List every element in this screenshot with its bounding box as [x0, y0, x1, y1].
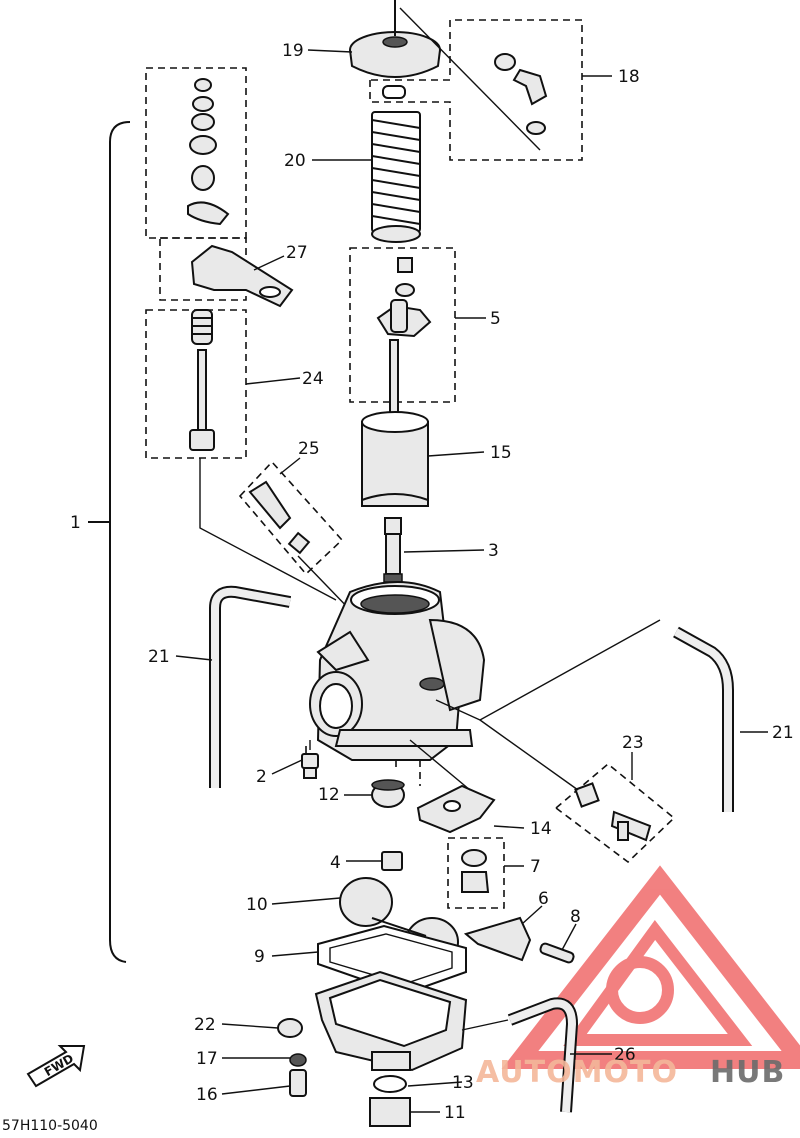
callout-2: 2: [256, 767, 267, 787]
callout-20: 20: [284, 151, 306, 171]
float-bowl-gasket: [317, 924, 467, 996]
valve-seat: [461, 849, 490, 893]
callout-11: 11: [444, 1103, 466, 1123]
callout-12: 12: [318, 785, 340, 805]
main-jet-holder: [383, 517, 403, 583]
carburetor-body: [309, 581, 486, 761]
callout-22: 22: [194, 1015, 216, 1035]
callout-24: 24: [302, 369, 324, 389]
float-pin-plate: [463, 916, 532, 962]
callout-21-right: 21: [772, 723, 794, 743]
callout-4: 4: [330, 853, 341, 873]
fuel-fitting: [399, 7, 548, 151]
watermark-brand-left: AUTOMOTO: [476, 1055, 678, 1090]
drawing-code: 57H110-5040: [2, 1118, 98, 1134]
drain-plug: [369, 1075, 411, 1127]
vent-hose-right: [673, 626, 734, 812]
watermark-brand-right: HUB: [710, 1055, 785, 1090]
needle-jet: [371, 779, 405, 808]
callout-19: 19: [282, 41, 304, 61]
drain-screw: [301, 753, 319, 779]
callout-18: 18: [618, 67, 640, 87]
callout-14: 14: [530, 819, 552, 839]
callout-17: 17: [196, 1049, 218, 1069]
throttle-valve: [361, 411, 429, 507]
assembly-bracket: [88, 121, 131, 963]
watermark-logo: [501, 865, 800, 1069]
callout-1: 1: [70, 513, 81, 533]
float-pin: [539, 942, 575, 964]
float-bowl: [314, 970, 468, 1072]
callout-26: 26: [614, 1045, 636, 1065]
callout-13: 13: [452, 1073, 474, 1093]
air-screw: [189, 309, 215, 451]
callout-25: 25: [298, 439, 320, 459]
callout-9: 9: [254, 947, 265, 967]
callout-27: 27: [286, 243, 308, 263]
callout-16: 16: [196, 1085, 218, 1105]
callout-6: 6: [538, 889, 549, 909]
callout-8: 8: [570, 907, 581, 927]
callout-5: 5: [490, 309, 501, 329]
callout-3: 3: [488, 541, 499, 561]
pilot-screw-assembly: [574, 782, 652, 842]
watermark-text: AUTOMOTO HUB: [476, 1055, 785, 1090]
float-pin-nut: [381, 851, 403, 871]
float-plate: [416, 784, 496, 834]
callout-7: 7: [530, 857, 541, 877]
leader-lines: [175, 49, 768, 1113]
washer-stack: [187, 78, 230, 226]
jet-needle: [376, 257, 432, 436]
throttle-stop-screw: [248, 480, 311, 555]
vent-hose-left: [209, 585, 292, 788]
cable-bracket: [190, 244, 294, 308]
carb-top-cap: [349, 0, 441, 99]
overflow-hose: [507, 997, 579, 1113]
callout-21-left: 21: [148, 647, 170, 667]
callout-23: 23: [622, 733, 644, 753]
callout-15: 15: [490, 443, 512, 463]
throttle-spring: [371, 111, 421, 243]
callout-10: 10: [246, 895, 268, 915]
forward-arrow: [26, 1045, 86, 1088]
